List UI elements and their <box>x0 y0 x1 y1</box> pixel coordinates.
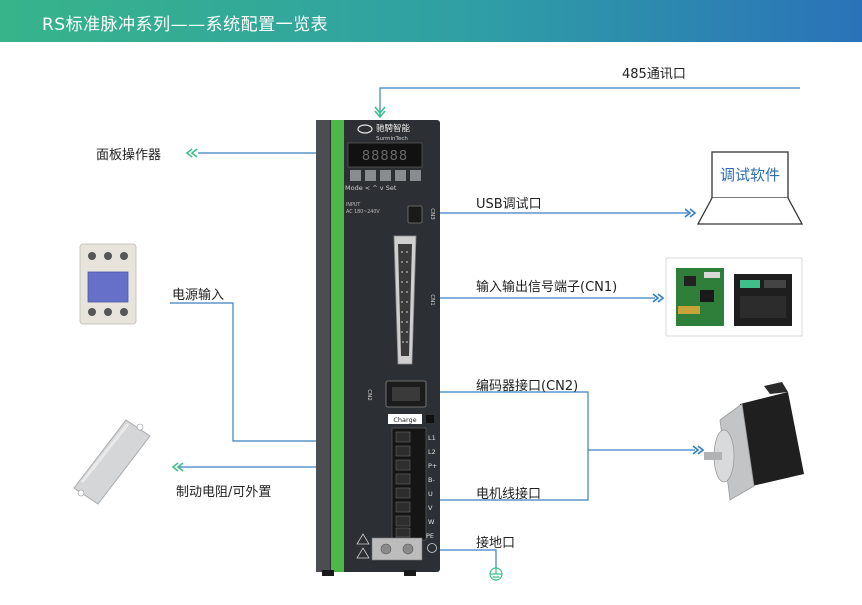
panel-display <box>347 142 423 168</box>
input-voltage: AC 180~240V <box>346 209 380 215</box>
terminal-p: P+ <box>428 462 437 470</box>
header-banner: RS标准脉冲系列——系统配置一览表 <box>0 0 862 42</box>
plc-controller-icon <box>734 274 792 326</box>
warning-icon <box>356 533 370 545</box>
pcb-card-icon <box>676 268 724 326</box>
mode-key[interactable] <box>350 170 361 181</box>
motor-port-label: 电机线接口 <box>476 487 542 502</box>
encoder-port-label: 编码器接口(CN2) <box>476 379 579 394</box>
arrow-485 <box>374 106 386 119</box>
brake-resistor-icon <box>73 419 151 505</box>
laptop-icon: 调试软件 <box>696 151 804 225</box>
comm-port-label: 485通讯口 <box>622 67 686 82</box>
arrow-cn1 <box>652 293 665 303</box>
cn1-label: CN1 <box>429 294 435 305</box>
set-key[interactable] <box>410 170 421 181</box>
up-key[interactable] <box>380 170 391 181</box>
drive-side <box>316 120 330 572</box>
input-label: INPUT <box>346 202 360 208</box>
arrow-panel <box>185 148 198 158</box>
terminal-l2: L2 <box>428 448 436 456</box>
servo-drive: 驰騁智能 SurminTech 88888 Mode < ^ v Set INP… <box>316 120 440 576</box>
usb-port-label: USB调试口 <box>476 197 542 212</box>
warning-icon <box>356 547 370 559</box>
line-encoder-motor <box>430 391 589 501</box>
page-title: RS标准脉冲系列——系统配置一览表 <box>42 15 329 35</box>
drive-green-stripe <box>331 120 344 572</box>
usb-port <box>407 205 423 224</box>
brake-resistor-label: 制动电阻/可外置 <box>176 485 272 500</box>
arrow-usb <box>684 208 697 218</box>
left-key[interactable] <box>365 170 376 181</box>
cn2-label: CN2 <box>366 389 372 400</box>
key-labels: Mode < ^ v Set <box>345 184 397 192</box>
power-input-label: 电源输入 <box>172 288 225 303</box>
panel-label: 面板操作器 <box>96 148 162 163</box>
brand-name-en: SurminTech <box>376 136 408 142</box>
screw-icon <box>380 543 392 555</box>
arrow-brake <box>171 462 184 472</box>
terminal-v: V <box>428 504 433 512</box>
cn3-label: CN3 <box>429 208 435 220</box>
charge-label-bg <box>388 414 422 424</box>
display-digits: 88888 <box>362 149 408 164</box>
arrow-motor <box>692 445 705 455</box>
ground-icon <box>489 567 503 581</box>
software-label: 调试软件 <box>720 166 780 184</box>
terminal-u: U <box>428 490 433 498</box>
servo-motor-icon <box>704 382 804 501</box>
terminal-w: W <box>428 518 435 526</box>
brand-name-cn: 驰騁智能 <box>376 123 411 134</box>
line-485 <box>379 87 800 116</box>
line-ground <box>432 549 497 568</box>
terminal-pe: PE <box>426 532 434 540</box>
screw-icon <box>402 543 414 555</box>
terminal-l1: L1 <box>428 434 436 442</box>
ground-label: 接地口 <box>476 536 516 551</box>
contactor-icon <box>79 243 137 325</box>
io-devices <box>665 257 803 337</box>
brand-logo-icon <box>357 124 373 134</box>
io-port-label: 输入输出信号端子(CN1) <box>476 280 618 295</box>
charge-label: Charge <box>393 416 416 424</box>
down-key[interactable] <box>395 170 406 181</box>
drive-ground-symbol-icon <box>427 543 437 553</box>
ground-terminal <box>371 537 423 561</box>
charge-led <box>426 415 434 423</box>
terminal-b: B- <box>428 476 435 484</box>
